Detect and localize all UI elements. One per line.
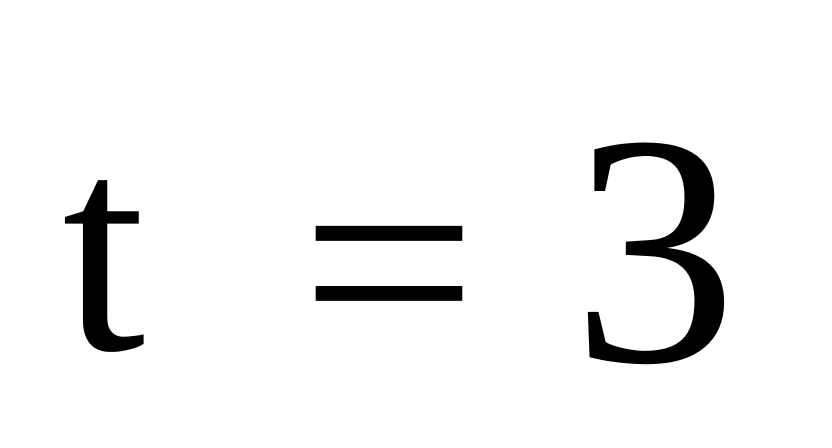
variable-t: t xyxy=(62,82,146,414)
value-number: 3 xyxy=(572,68,737,433)
equals-sign: = xyxy=(300,96,478,428)
